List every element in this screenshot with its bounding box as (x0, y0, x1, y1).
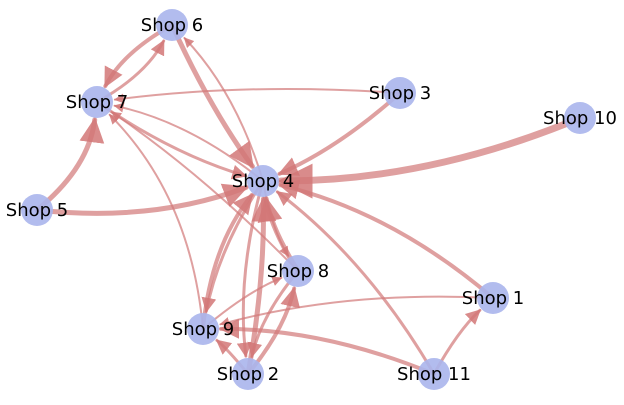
node-shop4 (247, 165, 279, 197)
node-label-shop4: Shop 4 (232, 171, 294, 192)
node-shop9 (187, 313, 219, 345)
node-shop11 (418, 358, 450, 390)
nodes-layer (21, 9, 596, 390)
node-label-shop1: Shop 1 (462, 288, 524, 309)
edge-shop1-to-shop9 (219, 295, 494, 327)
node-shop8 (282, 255, 314, 287)
edge-shop3-to-shop4 (277, 91, 402, 176)
edge-shop5-to-shop7 (34, 117, 105, 213)
edge-shop4-to-shop2 (236, 179, 265, 358)
node-shop2 (232, 358, 264, 390)
node-shop5 (21, 194, 53, 226)
edge-shop1-to-shop4 (278, 179, 495, 300)
edge-shop11-to-shop9 (219, 318, 436, 376)
node-label-shop7: Shop 7 (66, 92, 128, 113)
edge-shop6-to-shop4 (169, 22, 255, 169)
edge-shop4-to-shop6 (183, 37, 264, 182)
edge-shop11-to-shop4 (275, 190, 436, 376)
node-label-shop9: Shop 9 (172, 319, 234, 340)
node-shop6 (156, 9, 188, 41)
node-shop1 (477, 282, 509, 314)
node-label-shop2: Shop 2 (217, 364, 279, 385)
node-shop7 (81, 86, 113, 118)
node-label-shop3: Shop 3 (369, 83, 431, 104)
node-shop3 (384, 77, 416, 109)
node-shop10 (564, 102, 596, 134)
node-label-shop8: Shop 8 (267, 261, 329, 282)
edge-shop10-to-shop4 (277, 114, 584, 199)
node-label-shop5: Shop 5 (6, 200, 68, 221)
node-label-shop10: Shop 10 (543, 108, 617, 129)
edge-shop9-to-shop7 (108, 113, 204, 330)
labels-layer: Shop 1 Shop 2 Shop 3 Shop 4 Shop 5 Shop 6 Shop… (6, 15, 617, 385)
edge-shop3-to-shop7 (113, 87, 401, 104)
edges-layer (34, 22, 584, 377)
edge-shop8-to-shop7 (110, 111, 299, 272)
edge-shop7-to-shop4 (95, 100, 248, 180)
node-label-shop11: Shop 11 (397, 364, 471, 385)
node-label-shop6: Shop 6 (141, 15, 203, 36)
edge-shop4-to-shop7 (113, 102, 264, 182)
edge-shop5-to-shop4 (34, 183, 249, 216)
edge-shop4-to-shop9 (201, 179, 265, 313)
